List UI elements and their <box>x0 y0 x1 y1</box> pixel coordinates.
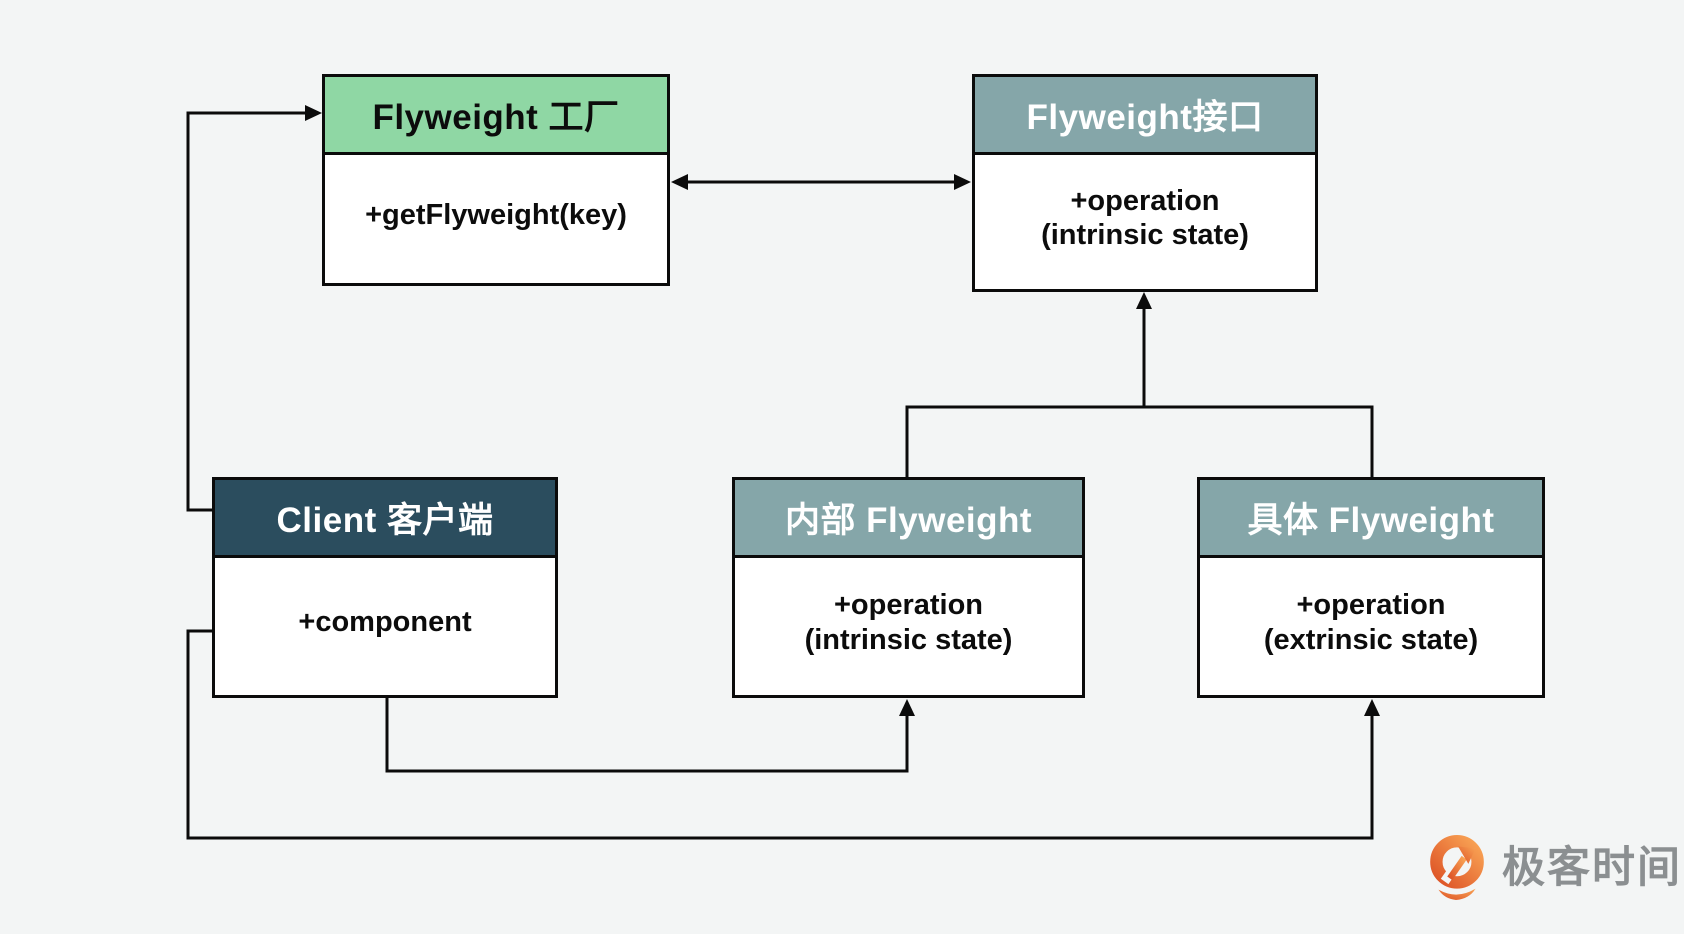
node-concrete-flyweight-method-line2: (extrinsic state) <box>1263 623 1479 656</box>
node-concrete-flyweight: 具体 Flyweight +operation (extrinsic state… <box>1197 477 1545 698</box>
geektime-logo-icon <box>1430 835 1484 900</box>
node-intrinsic-flyweight-method-line2: (intrinsic state) <box>804 623 1013 656</box>
node-flyweight-interface: Flyweight接口 +operation (intrinsic state) <box>972 74 1318 292</box>
node-flyweight-factory: Flyweight 工厂 +getFlyweight(key) <box>322 74 670 286</box>
node-client-title: Client 客户端 <box>215 480 555 558</box>
node-intrinsic-flyweight: 内部 Flyweight +operation (intrinsic state… <box>732 477 1085 698</box>
node-concrete-flyweight-title: 具体 Flyweight <box>1200 480 1542 558</box>
connector-client-to-factory <box>186 105 322 512</box>
node-intrinsic-flyweight-title: 内部 Flyweight <box>735 480 1082 558</box>
node-flyweight-interface-method-line2: (intrinsic state) <box>1041 219 1249 251</box>
connector-inheritance-to-interface <box>905 292 1374 477</box>
node-client: Client 客户端 +component <box>212 477 558 698</box>
node-flyweight-interface-method-line1: +operation <box>1070 184 1220 217</box>
node-concrete-flyweight-method-line1: +operation <box>1296 589 1446 622</box>
node-intrinsic-flyweight-method-line1: +operation <box>833 589 984 622</box>
node-flyweight-factory-title: Flyweight 工厂 <box>325 77 667 155</box>
geektime-brand: 极客时间 <box>1424 834 1682 902</box>
node-flyweight-interface-title: Flyweight接口 <box>975 77 1315 155</box>
node-client-member: +component <box>298 606 472 639</box>
connector-client-to-intrinsic <box>385 698 915 773</box>
connector-client-to-concrete <box>186 629 1380 840</box>
connector-factory-interface-association <box>671 174 971 190</box>
node-flyweight-factory-method: +getFlyweight(key) <box>365 198 627 231</box>
geektime-logo-text: 极客时间 <box>1502 843 1682 892</box>
